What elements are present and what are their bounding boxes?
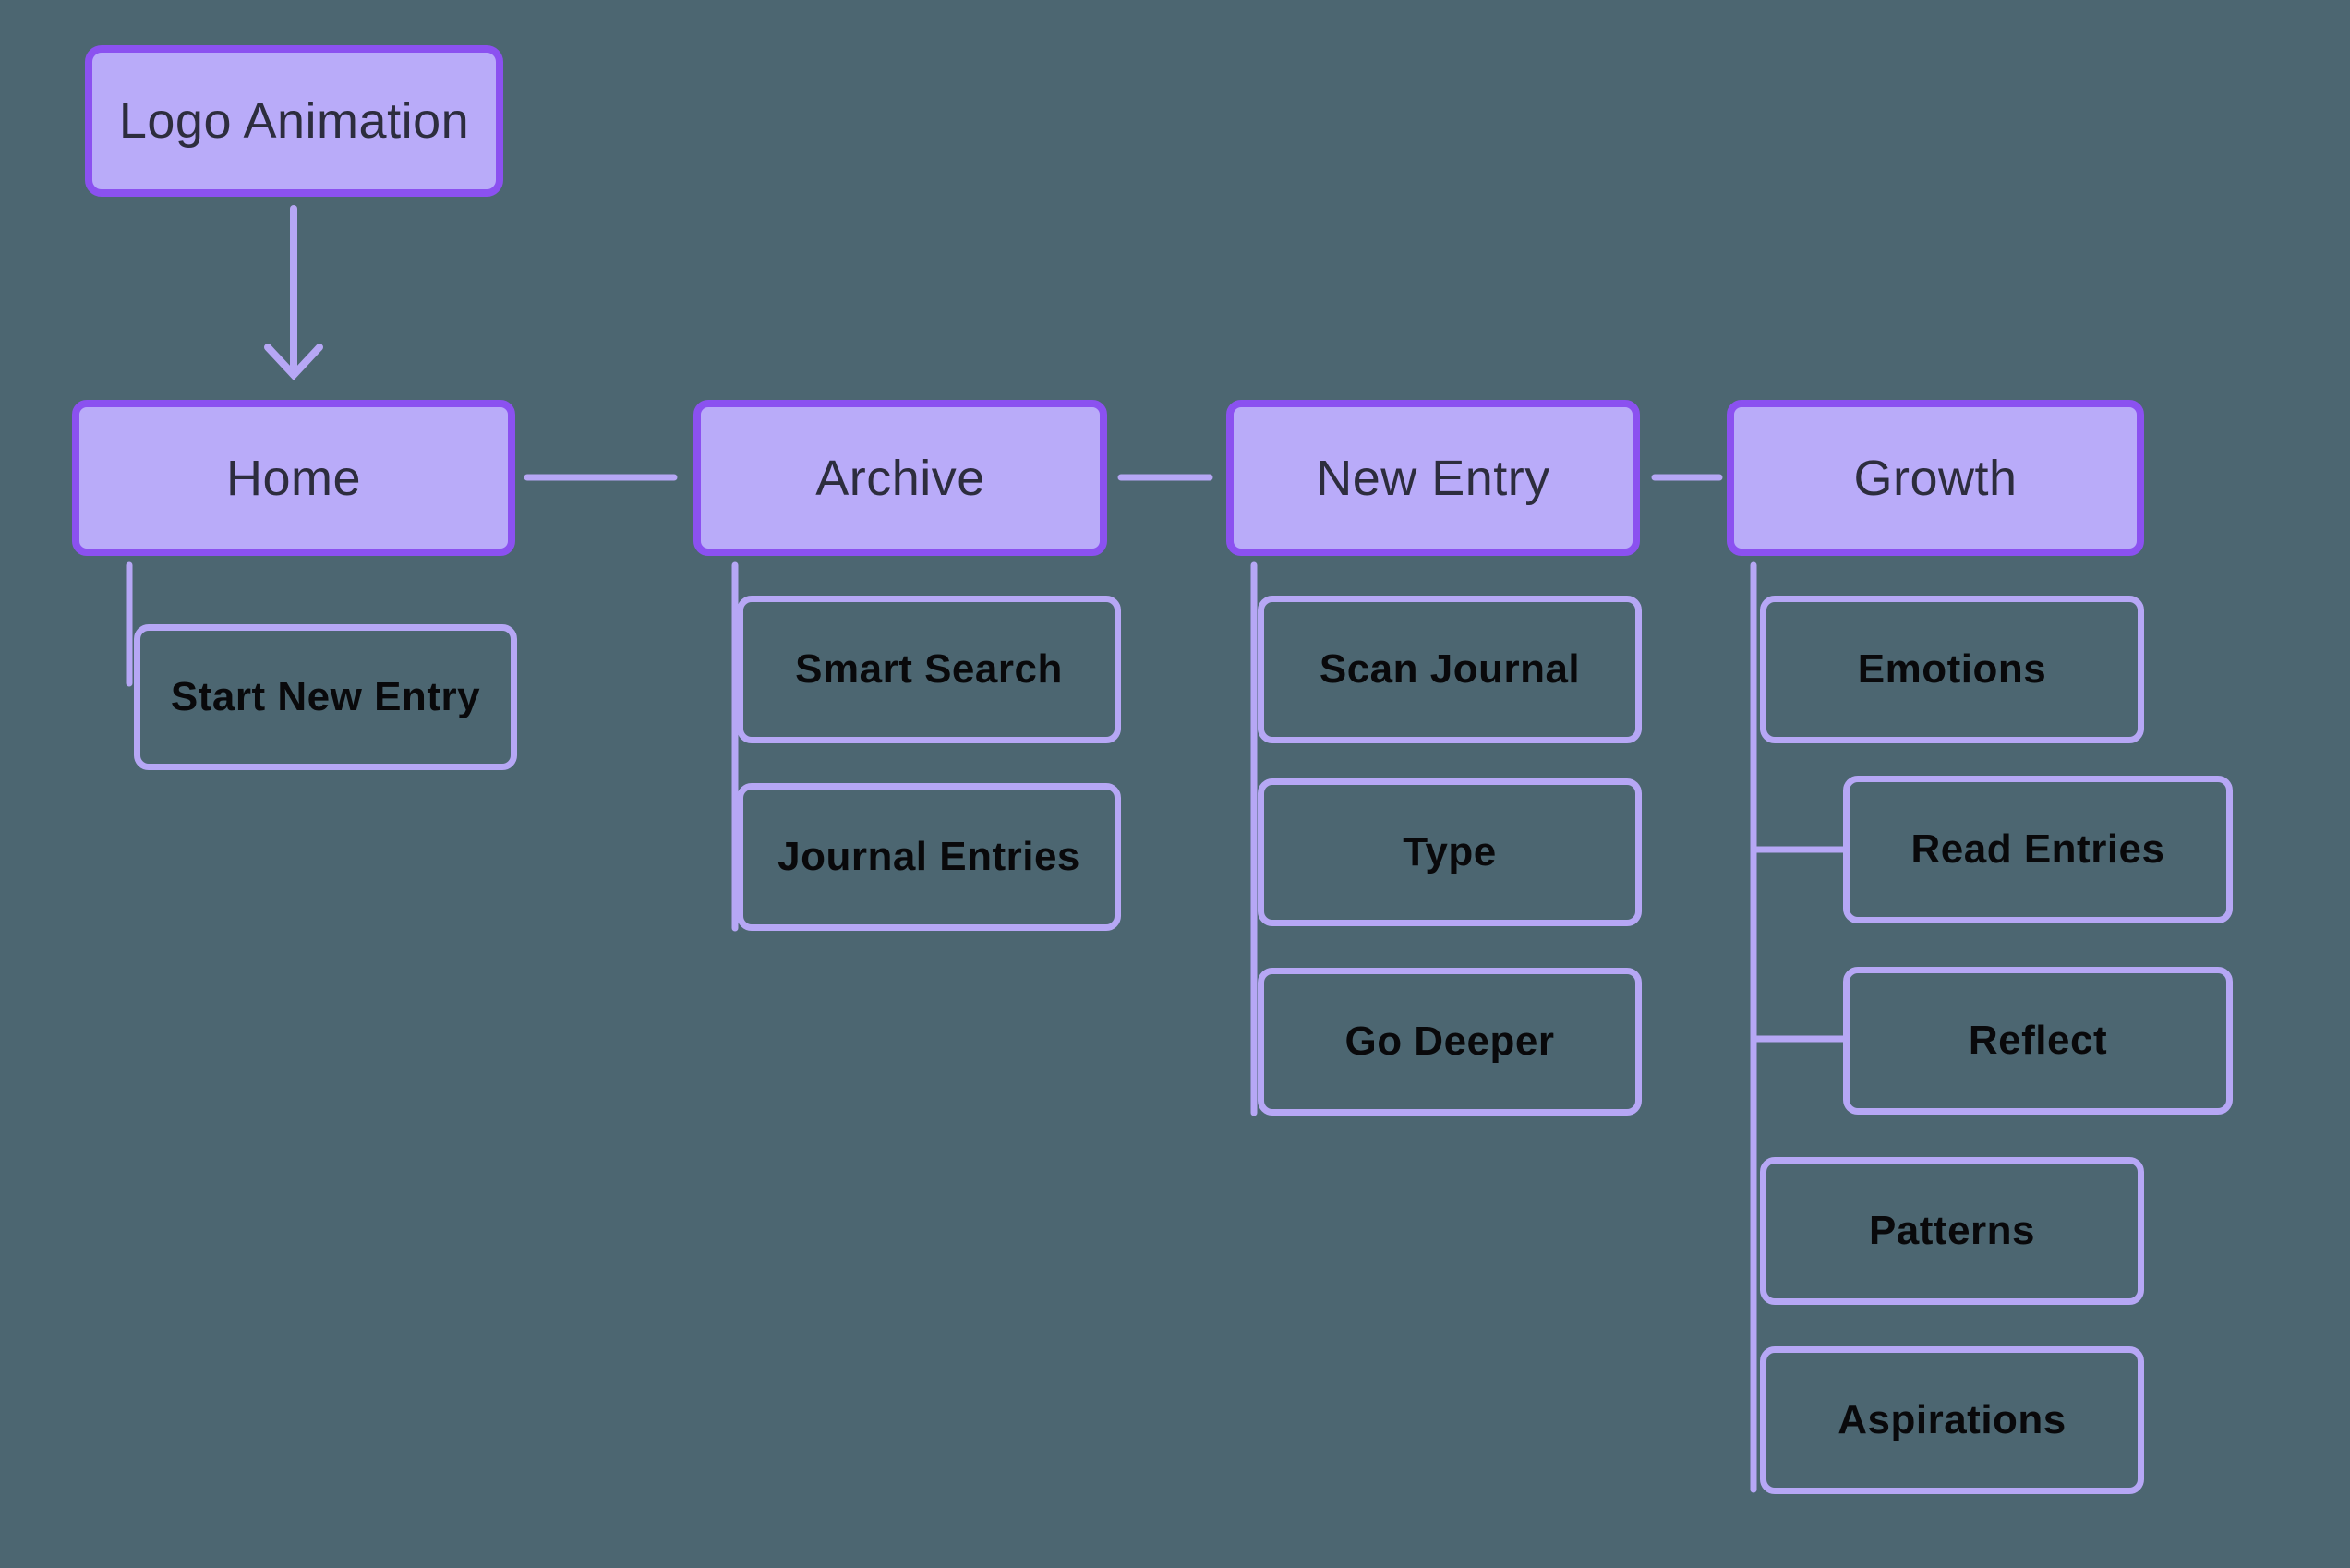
- node-label: Reflect: [1968, 1018, 2108, 1063]
- node-patterns[interactable]: Patterns: [1760, 1157, 2144, 1305]
- node-archive[interactable]: Archive: [693, 400, 1107, 556]
- node-start-new-entry[interactable]: Start New Entry: [134, 624, 517, 770]
- node-label: Type: [1403, 829, 1497, 874]
- node-journal-entries[interactable]: Journal Entries: [737, 783, 1121, 931]
- node-type[interactable]: Type: [1258, 778, 1642, 926]
- node-label: Aspirations: [1838, 1397, 2067, 1442]
- node-label: Start New Entry: [170, 674, 481, 719]
- node-label: Archive: [815, 450, 985, 506]
- node-emotions[interactable]: Emotions: [1760, 596, 2144, 743]
- node-logo-animation[interactable]: Logo Animation: [85, 45, 503, 197]
- node-growth[interactable]: Growth: [1727, 400, 2144, 556]
- node-label: Home: [225, 450, 362, 506]
- node-label: Patterns: [1868, 1208, 2036, 1253]
- node-label: Read Entries: [1910, 826, 2165, 872]
- node-label: Scan Journal: [1319, 646, 1581, 692]
- node-go-deeper[interactable]: Go Deeper: [1258, 968, 1642, 1116]
- node-label: Smart Search: [795, 646, 1063, 692]
- arrow-down-head-icon: [264, 344, 323, 380]
- node-label: New Entry: [1316, 450, 1550, 506]
- node-label: Emotions: [1857, 646, 2047, 692]
- node-scan-journal[interactable]: Scan Journal: [1258, 596, 1642, 743]
- node-label: Logo Animation: [118, 93, 470, 149]
- node-reflect[interactable]: Reflect: [1843, 967, 2233, 1115]
- node-home[interactable]: Home: [72, 400, 515, 556]
- node-label: Journal Entries: [777, 834, 1080, 879]
- node-read-entries[interactable]: Read Entries: [1843, 776, 2233, 923]
- node-smart-search[interactable]: Smart Search: [737, 596, 1121, 743]
- node-label: Growth: [1853, 450, 2018, 506]
- node-label: Go Deeper: [1344, 1019, 1555, 1064]
- node-aspirations[interactable]: Aspirations: [1760, 1346, 2144, 1494]
- node-new-entry[interactable]: New Entry: [1226, 400, 1640, 556]
